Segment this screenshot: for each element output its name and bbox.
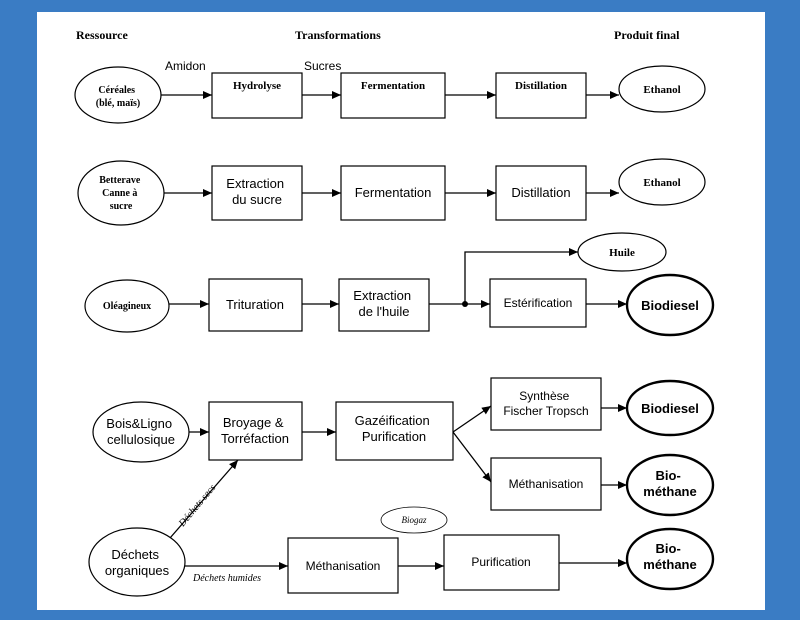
node-synthese-ft bbox=[490, 377, 602, 431]
text-extraction-sucre: Extraction du sucre bbox=[226, 176, 287, 207]
node-broyage bbox=[208, 401, 303, 461]
text-ethanol-1: Ethanol bbox=[643, 84, 680, 96]
text-fermentation-2: Fermentation bbox=[355, 185, 432, 200]
text-synthese-ft: Synthèse Fischer Tropsch bbox=[503, 389, 588, 418]
text-distillation-1: Distillation bbox=[515, 80, 567, 92]
node-trituration bbox=[208, 278, 303, 332]
node-biomethane-2 bbox=[625, 527, 715, 591]
diagram-canvas: Ressource Transformations Produit final bbox=[37, 12, 765, 610]
node-extraction-huile bbox=[338, 278, 430, 332]
header-ressource: Ressource bbox=[76, 28, 128, 42]
text-fermentation-1: Fermentation bbox=[361, 80, 425, 92]
node-ethanol-1 bbox=[618, 65, 706, 113]
label-amidon: Amidon bbox=[165, 59, 206, 73]
node-biodiesel-1 bbox=[625, 273, 715, 337]
text-betterave: Betterave Canne à sucre bbox=[99, 175, 143, 212]
header-transformations: Transformations bbox=[295, 28, 381, 42]
node-dechets-organiques bbox=[88, 527, 186, 597]
text-methanisation-1: Méthanisation bbox=[509, 477, 584, 491]
label-dechets-humides: Déchets humides bbox=[192, 573, 261, 584]
text-cereales: Céréales (blé, maïs) bbox=[96, 85, 140, 109]
label-sucres: Sucres bbox=[304, 59, 341, 73]
text-esterification: Estérification bbox=[504, 296, 573, 310]
node-methanisation-1 bbox=[490, 457, 602, 511]
text-biodiesel-2: Biodiesel bbox=[641, 401, 699, 416]
text-biomethane-1: Bio- méthane bbox=[643, 468, 696, 499]
text-extraction-huile: Extraction de l'huile bbox=[353, 288, 414, 319]
text-huile: Huile bbox=[609, 247, 635, 259]
text-trituration: Trituration bbox=[226, 297, 284, 312]
node-oleagineux bbox=[84, 279, 170, 333]
text-hydrolyse: Hydrolyse bbox=[233, 80, 281, 92]
text-biodiesel-1: Biodiesel bbox=[641, 298, 699, 313]
text-oleagineux: Oléagineux bbox=[103, 301, 151, 312]
text-bois-ligno: Bois&Ligno cellulosique bbox=[106, 416, 175, 447]
header-produit-final: Produit final bbox=[614, 28, 680, 42]
node-ethanol-2 bbox=[618, 158, 706, 206]
text-gazeification: Gazéification Purification bbox=[355, 413, 434, 444]
label-dechets-secs: Déchets secs bbox=[176, 482, 218, 529]
node-esterification bbox=[489, 278, 587, 328]
node-gazeification bbox=[335, 401, 454, 461]
text-ethanol-2: Ethanol bbox=[643, 177, 680, 189]
text-methanisation-2: Méthanisation bbox=[306, 559, 381, 573]
text-broyage: Broyage & Torréfaction bbox=[221, 415, 289, 446]
node-biogaz bbox=[380, 506, 448, 534]
text-purification: Purification bbox=[471, 555, 530, 569]
flow-arrows bbox=[161, 91, 627, 570]
text-distillation-2: Distillation bbox=[511, 185, 570, 200]
text-dechets-organiques: Déchets organiques bbox=[105, 547, 170, 578]
text-biomethane-2: Bio- méthane bbox=[643, 541, 696, 572]
label-biogaz: Biogaz bbox=[401, 515, 426, 525]
junction-dot bbox=[462, 301, 468, 307]
